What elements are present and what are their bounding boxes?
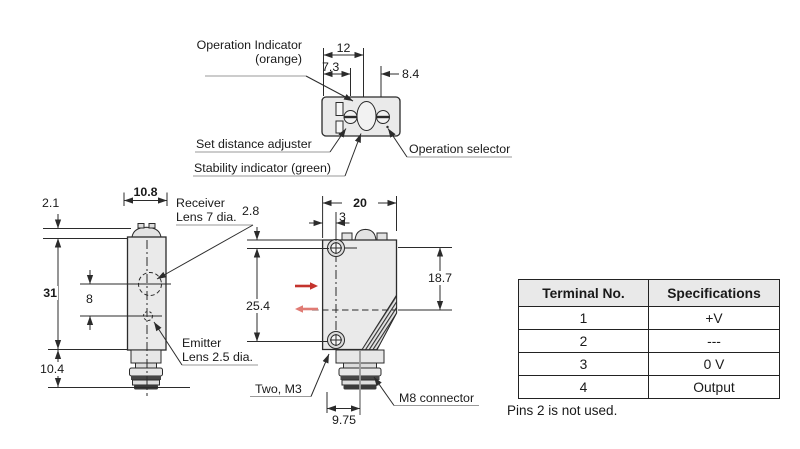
side-view-drawing [43, 192, 258, 396]
specification-cell: +V [648, 306, 780, 330]
dim-9-75: 9.75 [331, 413, 357, 427]
terminal-no-cell: 4 [518, 375, 649, 399]
table-row: 3 0 V [518, 352, 780, 376]
col-header-specifications: Specifications [648, 279, 780, 307]
operation-indicator-label: Operation Indicator (orange) [182, 38, 302, 67]
terminal-spec-table: Terminal No. Specifications 1 +V 2 --- 3… [518, 279, 780, 399]
operation-indicator-label-line2: (orange) [255, 52, 302, 67]
dim-25-4: 25.4 [242, 299, 274, 314]
operation-indicator-label-line1: Operation Indicator [196, 38, 302, 52]
dim-2-8: 2.8 [242, 204, 260, 218]
stability-indicator-label: Stability indicator (green) [194, 161, 332, 175]
operation-selector-screw [376, 110, 390, 124]
specification-cell: --- [648, 329, 780, 353]
set-distance-adjuster-label: Set distance adjuster [196, 137, 312, 151]
operation-indicator-window [356, 101, 377, 131]
table-row: 4 Output [518, 375, 780, 399]
receiver-lens-label-line1: Receiver [176, 196, 225, 210]
receiver-beam-arrow [295, 305, 318, 313]
sensor-dome [131, 226, 162, 238]
table-header-row: Terminal No. Specifications [518, 279, 780, 307]
receiver-lens-label-line2: Lens 7 dia. [176, 210, 237, 225]
front-view-drawing [247, 196, 479, 415]
dim-10-8: 10.8 [133, 185, 158, 199]
dim-2-1: 2.1 [42, 196, 60, 210]
dim-20: 20 [342, 196, 378, 211]
dim-31: 31 [38, 286, 58, 301]
m8-connector-side [129, 349, 163, 390]
dim-18-7: 18.7 [423, 271, 457, 286]
emitter-beam-arrow [295, 282, 318, 290]
dim-10-4: 10.4 [39, 362, 66, 377]
emitter-lens-label: Emitter Lens 2.5 dia. [182, 336, 253, 365]
pins-note: Pins 2 is not used. [507, 403, 618, 418]
col-header-terminal: Terminal No. [518, 279, 649, 307]
receiver-lens [138, 272, 162, 296]
terminal-no-cell: 3 [518, 352, 649, 376]
dim-12: 12 [336, 41, 351, 55]
terminal-no-cell: 1 [518, 306, 649, 330]
specification-cell: 0 V [648, 352, 780, 376]
dim-8-4: 8.4 [402, 67, 420, 81]
specification-cell: Output [648, 375, 780, 399]
emitter-lens [143, 311, 153, 321]
table-row: 2 --- [518, 329, 780, 353]
operation-selector-label: Operation selector [409, 142, 511, 156]
selector-dot [386, 125, 389, 129]
terminal-no-cell: 2 [518, 329, 649, 353]
dim-8: 8 [86, 292, 93, 306]
set-distance-adjuster-screw [343, 110, 358, 124]
dim-7-3: 7.3 [322, 60, 340, 74]
m3-screw-bottom [327, 331, 345, 349]
emitter-lens-label-line2: Lens 2.5 dia. [182, 350, 253, 365]
dim-3: 3 [339, 210, 346, 224]
two-m3-label: Two, M3 [255, 382, 302, 396]
mount-slot-top [335, 102, 344, 116]
emitter-lens-label-line1: Emitter [182, 336, 222, 350]
mount-slot-bottom [335, 120, 344, 134]
top-view-drawing [193, 48, 512, 177]
table-row: 1 +V [518, 306, 780, 330]
m8-connector-label: M8 connector [399, 391, 475, 405]
receiver-lens-label: Receiver Lens 7 dia. [176, 196, 237, 225]
